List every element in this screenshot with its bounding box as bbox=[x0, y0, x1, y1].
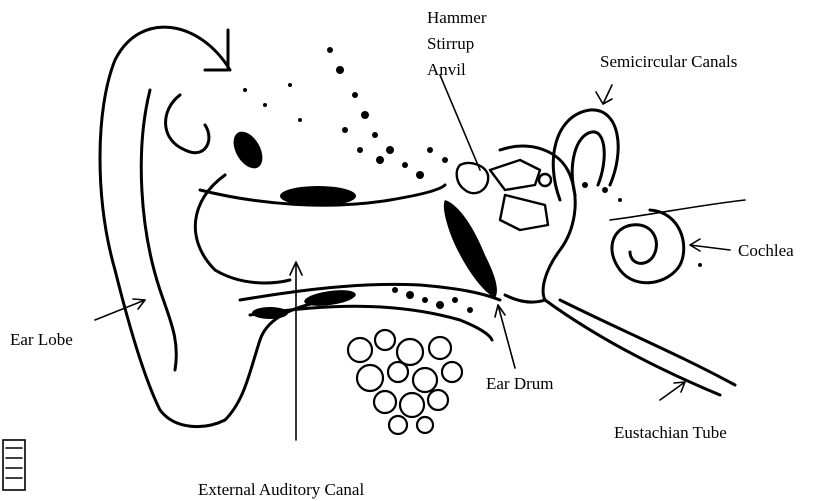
canal-lower-wall bbox=[240, 284, 500, 300]
eustachian-tube-upper bbox=[560, 300, 735, 385]
cartilage-blob-2 bbox=[280, 186, 356, 206]
ear-drum-shape bbox=[444, 200, 497, 298]
label-anvil: Anvil bbox=[427, 60, 466, 79]
pointer-lines bbox=[95, 75, 730, 440]
label-ear-lobe: Ear Lobe bbox=[10, 330, 73, 349]
label-external-auditory-canal: External Auditory Canal bbox=[198, 480, 364, 499]
label-cochlea: Cochlea bbox=[738, 241, 794, 260]
cochlea-shape bbox=[612, 210, 684, 283]
ossicles bbox=[457, 160, 551, 230]
auditory-nerve bbox=[610, 200, 745, 220]
seal-mark bbox=[3, 440, 25, 490]
outer-ear-inner-fold bbox=[166, 95, 209, 153]
label-semicircular-canals: Semicircular Canals bbox=[600, 52, 737, 71]
label-ear-drum: Ear Drum bbox=[486, 374, 554, 393]
canal-blob-1 bbox=[252, 307, 288, 319]
cartilage-blob-1 bbox=[228, 127, 269, 174]
label-stirrup: Stirrup bbox=[427, 34, 474, 53]
mastoid-cells bbox=[348, 330, 462, 434]
antihelix bbox=[141, 90, 176, 370]
label-hammer: Hammer bbox=[427, 8, 486, 27]
eustachian-tube-lower bbox=[545, 300, 720, 395]
label-eustachian-tube: Eustachian Tube bbox=[614, 423, 727, 442]
